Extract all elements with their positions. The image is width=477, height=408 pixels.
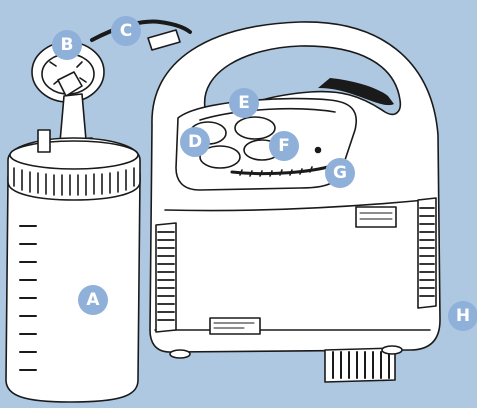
callout-d: D xyxy=(180,127,210,157)
handle-grip-shadow xyxy=(318,78,394,106)
canister-side-port xyxy=(37,129,51,153)
canister-graduations xyxy=(19,225,37,371)
front-foot-right xyxy=(381,345,403,355)
callout-g: G xyxy=(325,158,355,188)
callout-f: F xyxy=(269,131,299,161)
callout-c: C xyxy=(111,16,141,46)
brand-badge-text-marks xyxy=(359,212,393,220)
gauge-ticks xyxy=(239,166,313,177)
callout-e: E xyxy=(229,88,259,118)
brand-badge xyxy=(355,206,397,228)
serial-label xyxy=(209,317,261,335)
serial-label-lines xyxy=(213,322,255,329)
indicator-led xyxy=(314,146,322,154)
bottom-vent-grille xyxy=(324,347,396,383)
lid-knurling xyxy=(13,167,135,196)
callout-a: A xyxy=(78,285,108,315)
front-foot-left xyxy=(169,349,191,359)
housing-front-edge xyxy=(164,199,426,212)
right-vent-grille xyxy=(417,197,437,309)
max-button xyxy=(234,116,276,140)
control-panel-inner xyxy=(199,107,336,121)
callout-h: H xyxy=(448,301,477,331)
left-vent-grille xyxy=(155,222,177,333)
tube-connector xyxy=(147,29,181,51)
callout-b: B xyxy=(52,30,82,60)
filter-ribs xyxy=(49,61,87,85)
canister-lid-top xyxy=(9,140,139,170)
filter-stem xyxy=(57,71,83,97)
mode-button xyxy=(199,145,241,169)
vacuum-gauge-dial xyxy=(230,164,334,176)
lid-port xyxy=(59,93,87,143)
